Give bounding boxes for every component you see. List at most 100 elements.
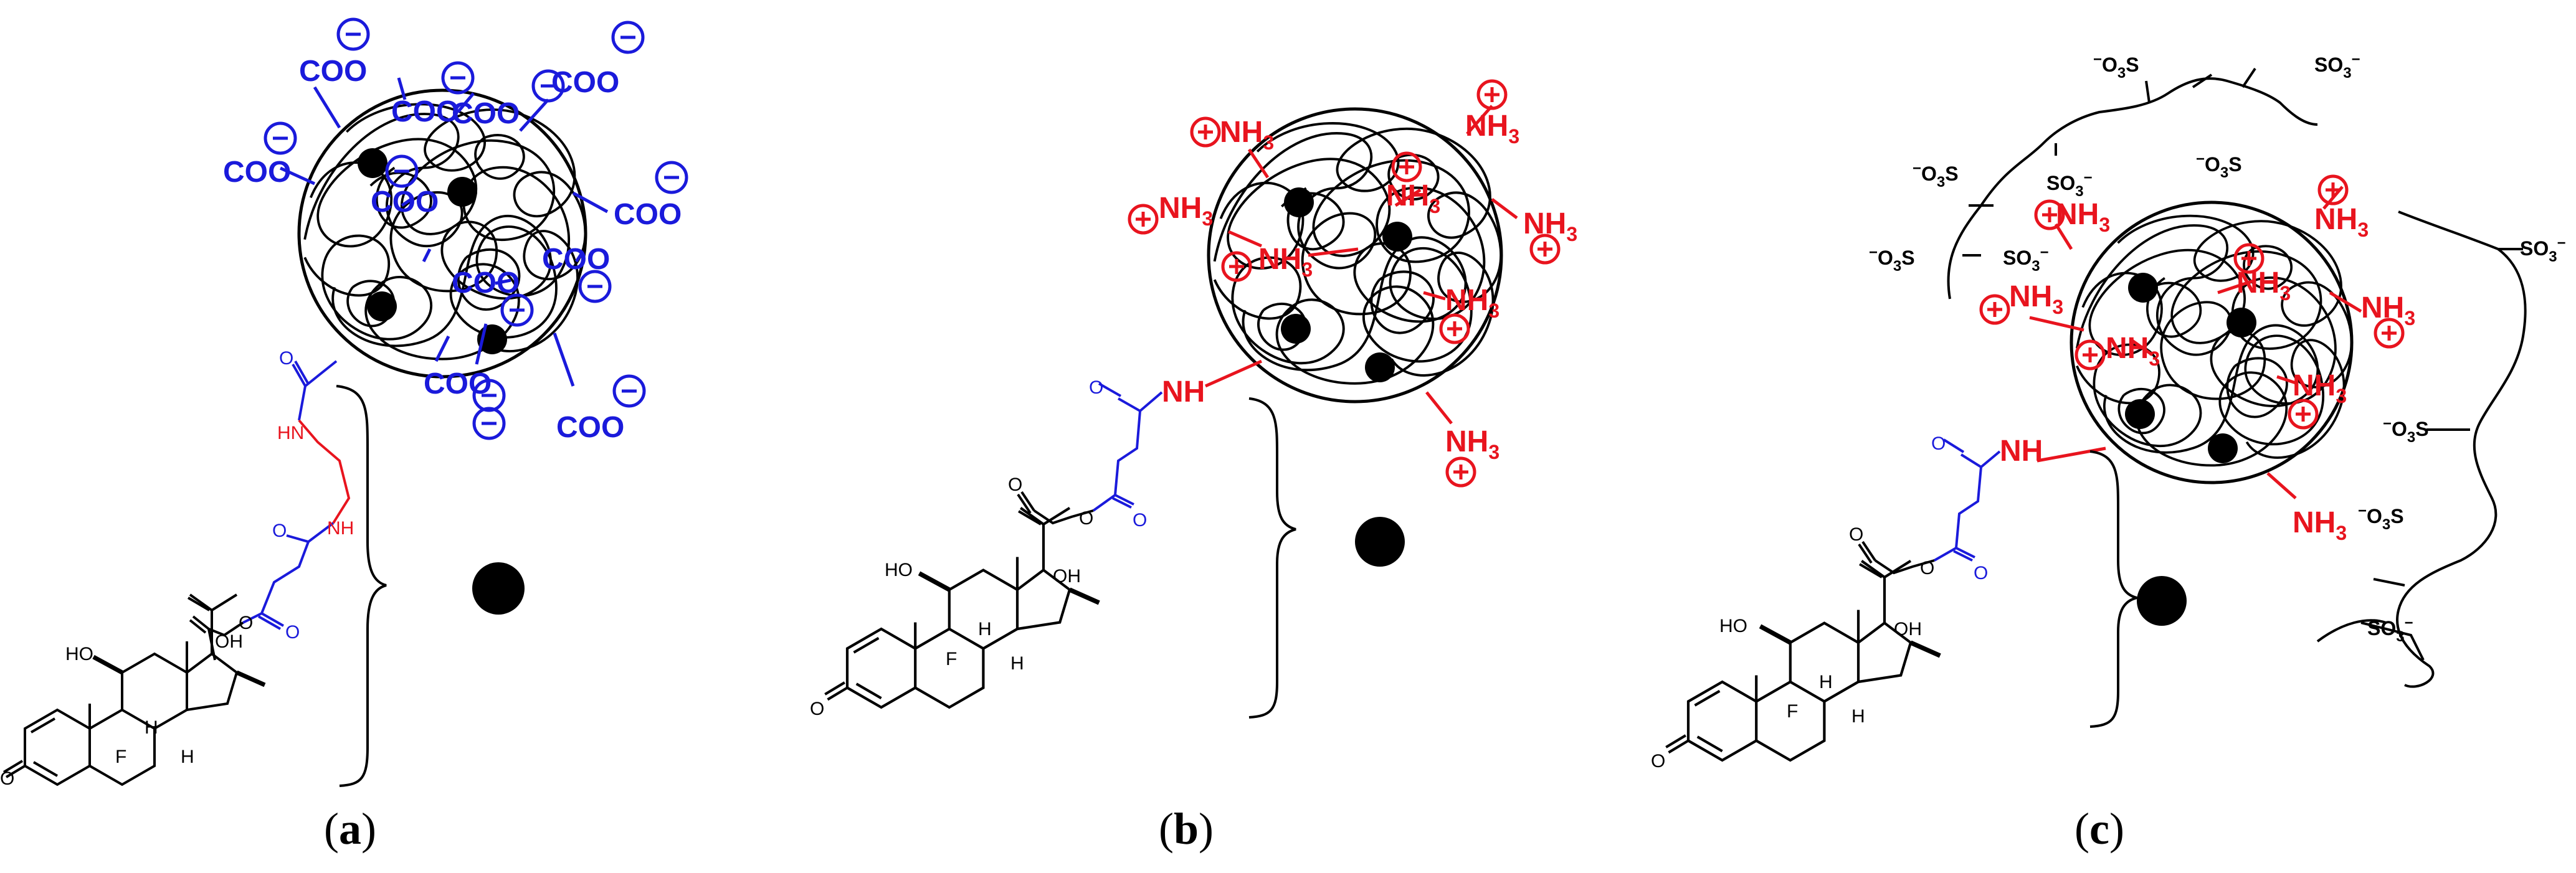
panel-c-so3-11: SO3− — [2367, 615, 2413, 645]
panel-c-so3-8: SO3− — [2520, 235, 2566, 265]
panel-a-minus-circle-5 — [264, 121, 297, 155]
panel-b-plus-circle-2 — [1476, 79, 1508, 110]
panel-a-ketone-o: O — [0, 768, 14, 789]
panel-c-polyanion-chains — [1947, 67, 2527, 688]
panel-c-bead-1 — [2128, 273, 2158, 303]
panel-a-coo-8: COO — [542, 243, 610, 276]
panel-a-minus-circle-10 — [472, 379, 506, 412]
panel-c-so3-4: SO3− — [2046, 169, 2093, 200]
panel-c-so3-10: −O3S — [2358, 503, 2404, 533]
panel-c-plus-circle-5 — [2075, 339, 2106, 370]
panel-a: COO COO COO COO COO COO COO COO COO COO … — [0, 17, 688, 789]
panel-a-nanoparticle — [297, 88, 587, 379]
panel-b-nh3-1: NH3 — [1220, 116, 1274, 154]
panel-b-plus-circle-5 — [1221, 251, 1252, 282]
panel-c-so3-6: −O3S — [1869, 244, 1915, 275]
panel-a-coo-3: COO — [371, 186, 439, 219]
panel-c-plus-circle-2 — [2317, 174, 2349, 205]
panel-c-h-label-2: H — [1851, 706, 1865, 727]
panel-c-plus-circle-6 — [2374, 318, 2405, 349]
panel-b-carbonyl-o-2: O — [1133, 510, 1147, 531]
panel-c-so3-3: −O3S — [1913, 160, 1959, 191]
panel-b-nh3-4: NH3 — [1386, 179, 1440, 217]
panel-c-ester-o: O — [1920, 558, 1934, 578]
panel-c-plus-circle-3 — [1979, 294, 2010, 325]
panel-a-coo-11: COO — [556, 411, 624, 444]
panel-a-minus-circle-11 — [612, 374, 646, 408]
panel-b-ho-label: HO — [885, 560, 913, 580]
panel-c-nh3-5: NH3 — [2314, 203, 2369, 241]
panel-c-so3-5: −O3S — [2196, 151, 2242, 181]
panel-b-carbonyl-o-1: O — [1089, 377, 1103, 398]
panel-c-so3-2: SO3− — [2314, 51, 2360, 82]
panel-a-minus-circle-4 — [531, 69, 565, 103]
panel-c: −O3S SO3− −O3S SO3− −O3S −O3S SO3− SO3− … — [1651, 51, 2566, 772]
panel-c-plus-circle-7 — [2288, 399, 2319, 430]
panel-b-ketone-o: O — [810, 699, 824, 719]
panel-b-bead-2 — [1382, 222, 1412, 252]
panel-a-minus-circle-9 — [500, 293, 534, 327]
panel-b-nh3-7: NH3 — [1445, 284, 1499, 322]
panel-c-nh3-6: NH3 — [2361, 291, 2415, 329]
panel-c-so3-9: −O3S — [2383, 415, 2429, 446]
panel-a-loose-bead — [472, 562, 525, 615]
panel-label-b: (b) — [1159, 804, 1214, 854]
panel-b-bead-1 — [1284, 187, 1314, 217]
panel-c-brace — [2089, 450, 2137, 728]
panel-a-nh-label: NH — [327, 518, 354, 539]
panel-c-steroid — [1666, 561, 1940, 760]
panel-c-side-o: O — [1849, 524, 1863, 545]
panel-c-loose-bead — [2137, 576, 2187, 626]
panel-b-loose-bead — [1355, 517, 1405, 567]
panel-c-f-label: F — [1787, 701, 1798, 722]
panel-c-so3-7: SO3− — [2003, 244, 2049, 275]
panel-b-nh3-3: NH3 — [1258, 243, 1313, 281]
panel-a-carbonyl-o-1: O — [279, 348, 293, 369]
panel-c-ketone-o: O — [1651, 751, 1665, 772]
panel-a-minus-circle-3 — [611, 21, 645, 54]
panel-a-ester-o: O — [239, 613, 253, 633]
panel-a-bead-2 — [447, 177, 477, 207]
panel-a-minus-circle-8 — [578, 270, 612, 303]
panel-a-coo-2: COO — [223, 156, 291, 189]
panel-c-so3-1: −O3S — [2093, 51, 2139, 82]
panel-a-carbonyl-o-2: O — [272, 521, 287, 541]
panel-c-ho-label: HO — [1719, 616, 1747, 636]
panel-c-nh3-1: NH3 — [2056, 198, 2110, 236]
panel-a-coo-1: COO — [299, 55, 367, 88]
panel-a-ho-label: HO — [65, 644, 93, 664]
panel-b: NH3 NH3 NH3 NH3 NH3 NH3 NH3 NH3 NH — [810, 79, 1577, 719]
panel-a-carbonyl-o-3: O — [285, 622, 300, 643]
panel-a-steroid — [4, 595, 265, 785]
panel-c-carbonyl-o-1: O — [1931, 433, 1946, 454]
panel-c-nh3-8: NH3 — [2293, 506, 2347, 544]
panel-c-plus-circle-4 — [2233, 243, 2265, 274]
panel-a-h-label-1: H — [145, 717, 158, 738]
panel-c-bead-3 — [2125, 399, 2155, 429]
panel-b-nh3-6: NH3 — [1523, 207, 1577, 245]
panel-c-nh-link: NH — [2000, 435, 2043, 468]
panel-b-h-label-2: H — [1010, 653, 1024, 674]
panel-b-ester-o: O — [1079, 508, 1093, 529]
panel-c-h-label-1: H — [1819, 672, 1833, 692]
panel-c-bead-4 — [2208, 433, 2238, 463]
panel-a-bead-1 — [358, 148, 387, 178]
panel-b-oh-label: OH — [1053, 566, 1081, 587]
panel-c-plus-circle-1 — [2034, 199, 2065, 230]
panel-c-nh3-7: NH3 — [2293, 369, 2347, 407]
panel-b-f-label: F — [946, 649, 957, 669]
panel-b-plus-circle-1 — [1190, 116, 1221, 148]
panel-a-coo-9: COO — [452, 267, 520, 300]
panel-c-nh3-2: NH3 — [2009, 280, 2063, 318]
panel-b-plus-circle-8 — [1445, 456, 1476, 488]
panel-b-steroid — [825, 508, 1099, 707]
panel-b-bead-3 — [1281, 314, 1311, 344]
panel-b-side-o: O — [1008, 474, 1022, 495]
panel-a-carboxylate-bonds — [279, 77, 609, 387]
panel-a-brace — [336, 385, 387, 787]
panel-b-plus-circle-6 — [1529, 234, 1561, 265]
panel-a-f-label: F — [115, 747, 126, 767]
panel-b-nh3-8: NH3 — [1445, 425, 1499, 463]
panel-a-coo-5: COO — [452, 97, 520, 130]
panel-b-brace — [1248, 397, 1296, 719]
